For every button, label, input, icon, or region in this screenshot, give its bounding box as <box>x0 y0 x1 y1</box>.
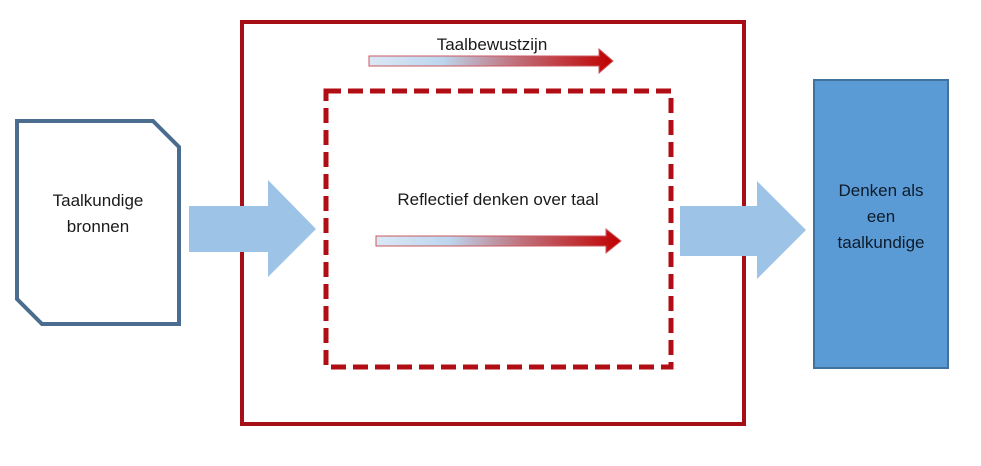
source-document-shape <box>15 119 181 326</box>
reflective-thinking-label: Reflectief denken over taal <box>397 190 599 209</box>
output-label-line3: taalkundige <box>837 233 925 252</box>
output-box <box>813 79 949 369</box>
input-flow-arrow <box>189 180 316 277</box>
output-label: Denken als een taalkundige <box>816 178 946 256</box>
source-label-line1: Taalkundige <box>52 191 144 210</box>
inner-dashed-frame <box>323 88 674 370</box>
awareness-label: Taalbewustzijn <box>436 35 548 54</box>
source-label-line2: bronnen <box>66 217 130 236</box>
output-flow-arrow <box>680 181 806 279</box>
output-label-line2: een <box>866 207 896 226</box>
output-label-line1: Denken als <box>838 181 924 200</box>
reflective-gradient-arrow <box>375 227 622 255</box>
source-label: Taalkundige bronnen <box>20 188 176 240</box>
awareness-gradient-arrow <box>368 47 614 75</box>
